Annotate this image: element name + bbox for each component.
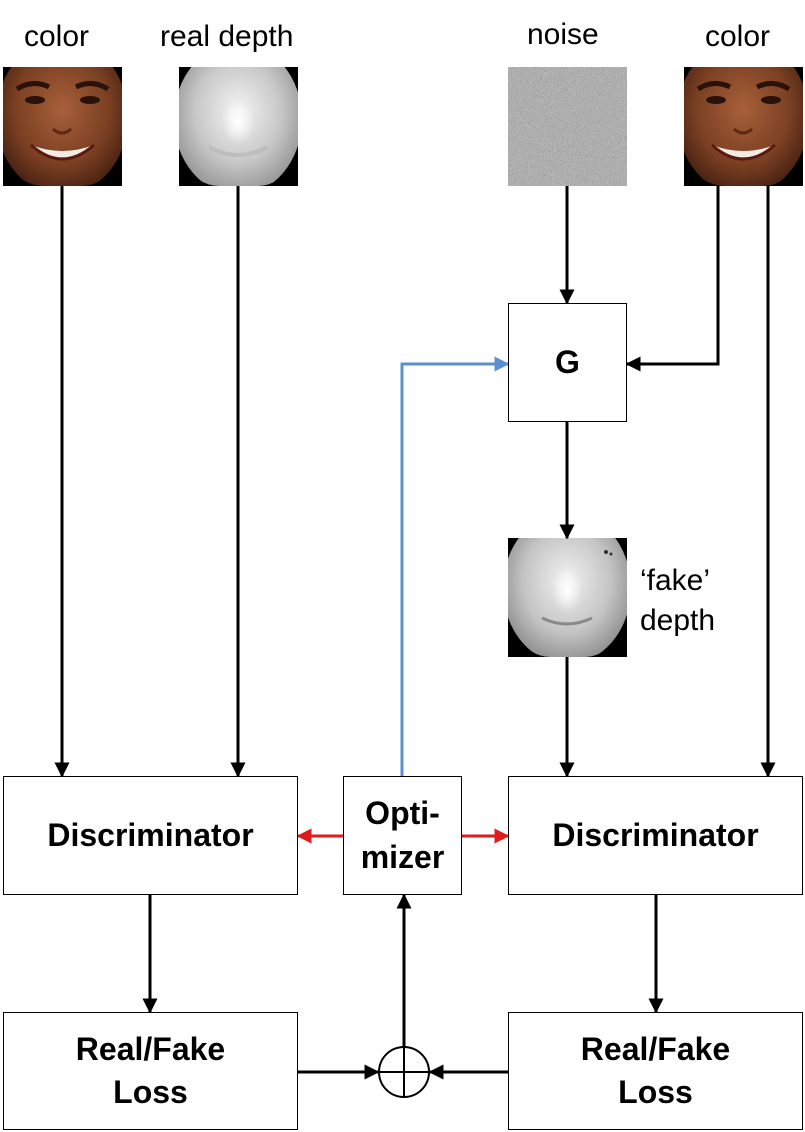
left-color-label: color bbox=[24, 20, 90, 53]
generator-box: G bbox=[508, 303, 627, 422]
fake-depth-face-image bbox=[508, 538, 627, 657]
noise-image bbox=[508, 67, 627, 186]
left-discriminator-box: Discriminator bbox=[3, 776, 298, 895]
real-depth-label: real depth bbox=[160, 20, 294, 53]
left-discriminator-label: Discriminator bbox=[47, 816, 254, 853]
right-loss-label-line2: Loss bbox=[618, 1074, 693, 1110]
right-color-face-image bbox=[684, 67, 803, 186]
fake-depth-label-line1: ‘fake’ bbox=[640, 564, 711, 597]
fake-depth-label-line2: depth bbox=[640, 604, 716, 637]
right-loss-label-line1: Real/Fake bbox=[580, 1030, 731, 1067]
left-loss-label-line1: Real/Fake bbox=[75, 1030, 226, 1067]
arrow-optimizer-to-generator bbox=[400, 356, 510, 776]
real-depth-face-image bbox=[179, 67, 298, 186]
sum-node bbox=[378, 1046, 430, 1098]
right-discriminator-label: Discriminator bbox=[552, 816, 759, 853]
right-color-label: color bbox=[705, 20, 771, 53]
optimizer-box: Opti- mizer bbox=[343, 776, 462, 895]
optimizer-label-line1: Opti- bbox=[365, 795, 440, 832]
left-loss-label-line2: Loss bbox=[113, 1074, 188, 1110]
noise-label: noise bbox=[527, 18, 599, 51]
left-loss-box: Real/Fake Loss bbox=[3, 1012, 298, 1130]
right-discriminator-box: Discriminator bbox=[508, 776, 803, 895]
arrow-right-color-to-generator bbox=[625, 186, 720, 372]
left-color-face-image bbox=[3, 67, 122, 186]
optimizer-label-line2: mizer bbox=[360, 838, 445, 875]
right-loss-box: Real/Fake Loss bbox=[508, 1012, 803, 1130]
generator-label: G bbox=[555, 343, 580, 380]
